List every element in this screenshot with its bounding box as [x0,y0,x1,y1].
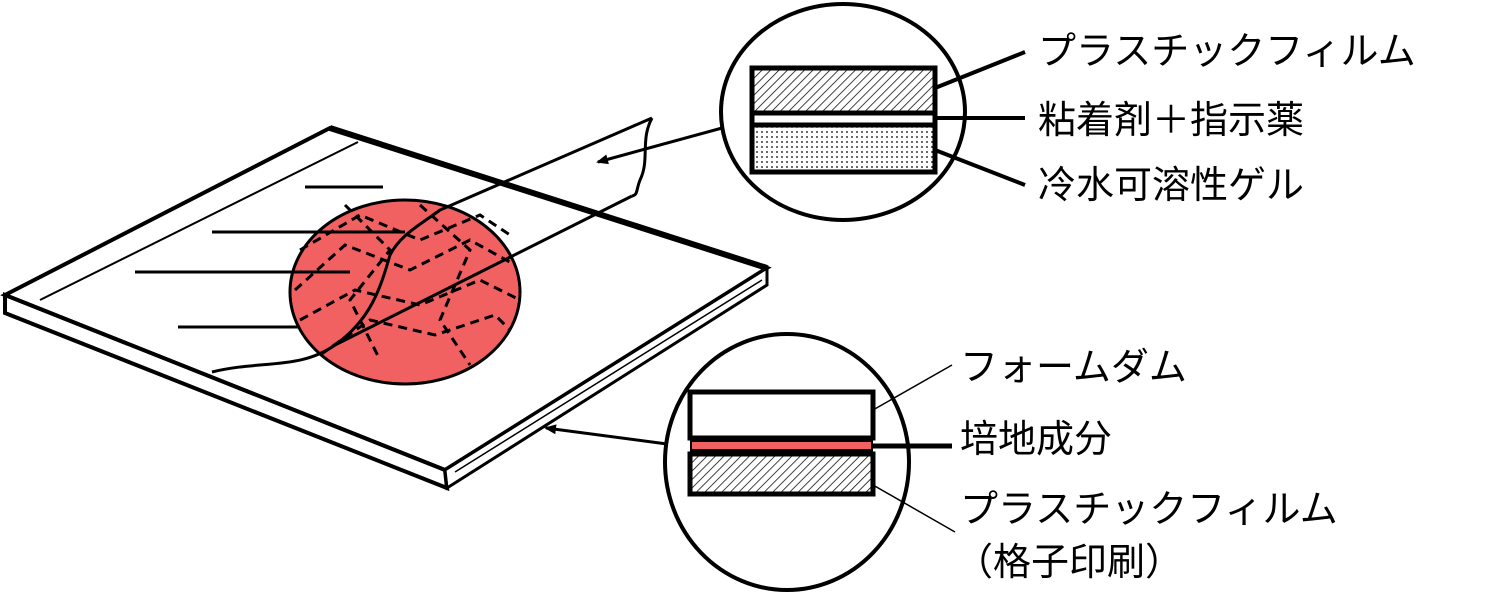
top-callout: プラスチックフィルム 粘着剤＋指示薬 冷水可溶性ゲル [719,2,1416,222]
label-medium-component: 培地成分 [960,417,1112,461]
label-foam-dam: フォームダム [960,345,1187,389]
cold-water-soluble-gel-layer [749,122,938,175]
label-cold-water-gel: 冷水可溶性ゲル [1038,163,1304,207]
label-plastic-film-bottom: プラスチックフィルム [960,487,1338,531]
grid-lines [135,185,405,329]
top-callout-arrow [596,126,723,165]
foam-dam-layer [687,389,876,441]
label-adhesive-indicator: 粘着剤＋指示薬 [1038,98,1304,142]
printed-grid-film-layer [687,451,876,497]
label-plastic-film: プラスチックフィルム [1038,29,1416,73]
peeled-film [211,116,654,374]
medium-component-layer [692,442,871,449]
label-grid-print: （格子印刷） [955,540,1183,584]
bottom-callout-arrow [544,424,668,446]
bottom-callout: フォームダム 培地成分 プラスチックフィルム （格子印刷） [663,332,1338,592]
plastic-film-layer [749,65,938,116]
medium-spot [288,198,522,386]
